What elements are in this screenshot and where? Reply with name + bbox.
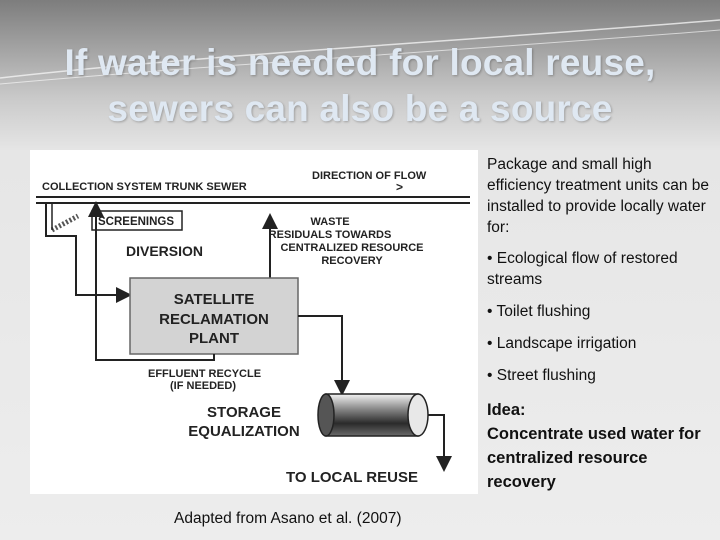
diversion-label: DIVERSION [126, 243, 203, 259]
idea-block: Idea: Concentrate used water for central… [487, 398, 719, 494]
collection-sewer-label: COLLECTION SYSTEM TRUNK SEWER [42, 181, 247, 193]
intro-text: Package and small high efficiency treatm… [487, 156, 710, 236]
waste-label-2: RESIDUALS TOWARDS [269, 229, 392, 241]
source-caption: Adapted from Asano et al. (2007) [174, 510, 402, 527]
bullet-landscape-irrigation: • Landscape irrigation [487, 335, 637, 352]
plant-to-storage-line [298, 315, 350, 396]
plant-label-2: RECLAMATION [159, 311, 269, 328]
screenings-label: SCREENINGS [98, 216, 174, 228]
waste-label-3: CENTRALIZED RESOURCE [280, 242, 423, 254]
local-reuse-label: TO LOCAL REUSE [286, 469, 418, 486]
effluent-recycle-line [88, 201, 215, 361]
diversion-pipe [45, 203, 132, 303]
right-panel: Package and small high efficiency treatm… [487, 154, 719, 494]
effluent-label-2: (IF NEEDED) [170, 380, 236, 392]
direction-of-flow-label: DIRECTION OF FLOW [312, 170, 427, 182]
storage-tank-body [325, 393, 419, 437]
bullet-toilet-flushing: • Toilet flushing [487, 303, 591, 320]
storage-label-1: STORAGE [207, 404, 281, 421]
storage-tank-end-left [317, 393, 335, 437]
title-line-1: If water is needed for local reuse, [64, 42, 656, 83]
screenings-box [91, 210, 183, 231]
slide-title: If water is needed for local reuse, sewe… [20, 40, 700, 132]
storage-tank-end-right [407, 393, 429, 437]
background-swoosh [0, 19, 720, 85]
effluent-label-1: EFFLUENT RECYCLE [148, 368, 261, 380]
bullet-street-flushing: • Street flushing [487, 367, 596, 384]
bullet-ecological-flow: • Ecological flow of restored streams [487, 250, 678, 288]
plant-label-1: SATELLITE [174, 291, 255, 308]
waste-label-1: WASTE [310, 216, 349, 228]
title-line-2: sewers can also be a source [107, 88, 613, 129]
idea-text: Concentrate used water for centralized r… [487, 425, 701, 491]
plant-label-3: PLANT [189, 330, 239, 347]
idea-heading: Idea: [487, 401, 526, 419]
to-local-reuse-line [428, 414, 452, 472]
satellite-plant-box [129, 277, 299, 355]
storage-label-2: EQUALIZATION [188, 423, 299, 440]
waste-label-4: RECOVERY [321, 255, 383, 267]
flow-arrow: > [396, 180, 403, 194]
screenings-grate [50, 213, 80, 233]
reclamation-flow-diagram: COLLECTION SYSTEM TRUNK SEWER DIRECTION … [30, 150, 478, 494]
